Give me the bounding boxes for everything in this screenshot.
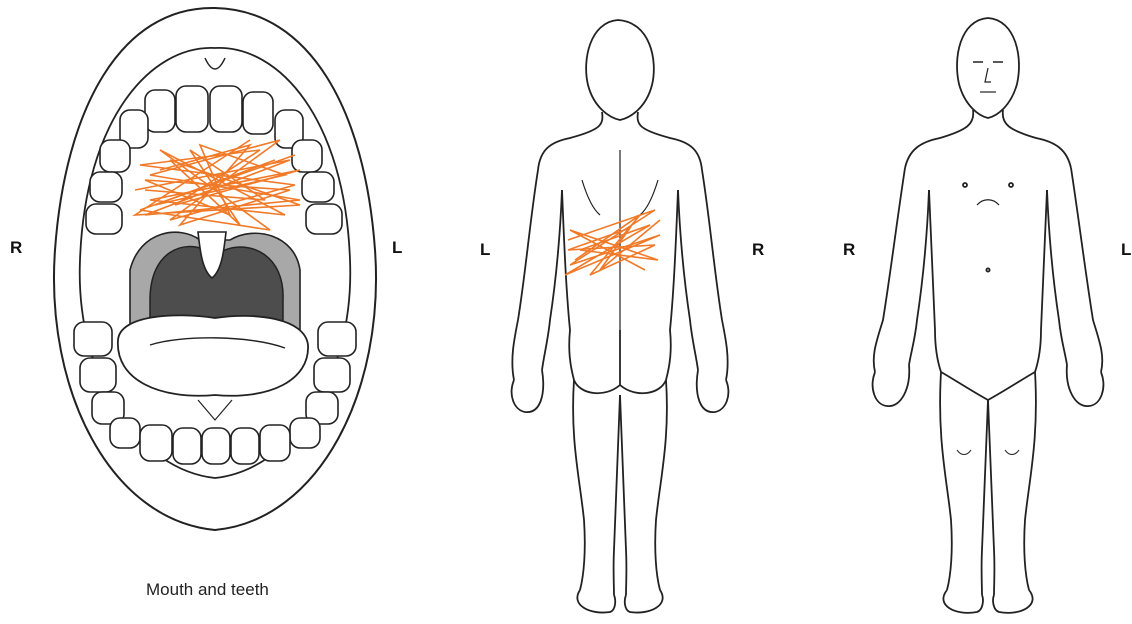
back-label-right: R <box>752 240 764 260</box>
front-body-diagram <box>835 0 1132 624</box>
back-label-left: L <box>480 240 490 260</box>
back-body-diagram <box>470 0 800 624</box>
tongue <box>118 315 308 395</box>
front-body-outline <box>873 18 1104 613</box>
mouth-label-right: L <box>392 238 402 258</box>
front-label-left: R <box>843 240 855 260</box>
front-label-right: L <box>1121 240 1131 260</box>
front-body-panel: R L <box>835 0 1132 624</box>
mouth-diagram-panel: R L Mouth and teeth <box>0 0 430 624</box>
back-body-outline <box>512 20 729 613</box>
back-marking <box>565 210 660 275</box>
mouth-marking <box>135 140 300 230</box>
back-body-panel: L R <box>470 0 800 624</box>
mouth-caption: Mouth and teeth <box>146 580 269 600</box>
mouth-diagram <box>0 0 430 624</box>
upper-teeth <box>86 86 342 234</box>
mouth-label-left: R <box>10 238 22 258</box>
